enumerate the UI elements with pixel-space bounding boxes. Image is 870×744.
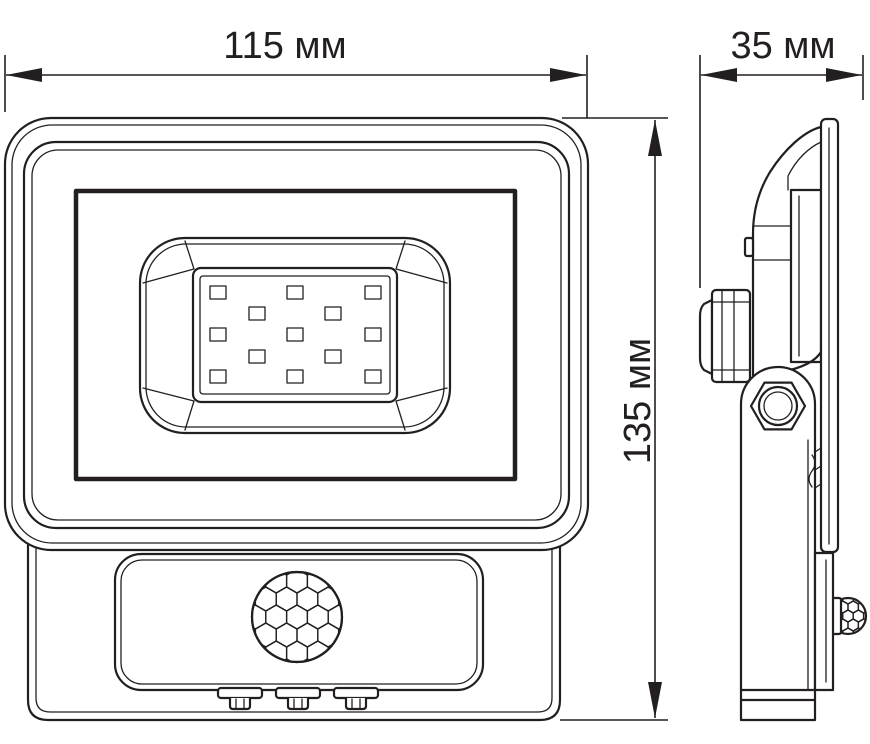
lens-bevel-edges bbox=[142, 240, 448, 431]
led-board bbox=[199, 275, 391, 395]
width-extension-lines bbox=[4, 55, 588, 118]
terminal-middle bbox=[274, 686, 322, 711]
terminal-left bbox=[216, 686, 264, 711]
housing-second-edge bbox=[11, 124, 582, 544]
led-chip bbox=[286, 327, 304, 342]
height-arrow-top bbox=[648, 120, 662, 156]
front-view bbox=[3, 116, 590, 722]
led-chip bbox=[209, 327, 227, 342]
height-dimension: 135 мм bbox=[560, 117, 668, 721]
bezel-inner bbox=[31, 149, 562, 521]
width-arrow-left bbox=[6, 68, 42, 82]
led-chip bbox=[209, 369, 227, 384]
side-view bbox=[698, 117, 868, 722]
bracket-foot bbox=[739, 688, 817, 702]
height-extension-lines bbox=[560, 117, 668, 721]
housing-outer-edge bbox=[3, 116, 590, 552]
led-chips bbox=[209, 285, 382, 384]
led-lens bbox=[138, 236, 452, 435]
bracket-hinge-detail bbox=[808, 447, 822, 489]
led-chip bbox=[286, 285, 304, 300]
depth-arrow-left bbox=[701, 68, 737, 82]
led-chip bbox=[324, 349, 342, 364]
led-chip bbox=[364, 327, 382, 342]
depth-arrow-right bbox=[826, 68, 862, 82]
led-chip bbox=[324, 306, 342, 321]
depth-dimension: 35 мм bbox=[699, 25, 864, 288]
floodlight-housing bbox=[3, 116, 590, 552]
led-chip bbox=[286, 369, 304, 384]
side-heatsink-block bbox=[789, 188, 823, 364]
width-arrow-right bbox=[550, 68, 586, 82]
sensor-lens-facet bbox=[275, 658, 298, 661]
motion-sensor-dome-rim bbox=[250, 570, 344, 664]
cable-gland bbox=[698, 288, 752, 384]
led-chip bbox=[364, 285, 382, 300]
width-label: 115 мм bbox=[223, 25, 346, 67]
lens-base-outline bbox=[138, 236, 452, 435]
height-label: 135 мм bbox=[617, 338, 659, 464]
depth-extension-lines bbox=[699, 55, 864, 288]
depth-label: 35 мм bbox=[730, 25, 835, 67]
led-chip bbox=[248, 349, 266, 364]
side-sensor-lens-facet bbox=[852, 627, 865, 633]
lens-top-face bbox=[191, 266, 399, 404]
side-heatsink-line bbox=[752, 195, 800, 357]
bracket-bolt-inner bbox=[763, 391, 793, 421]
bezel-outer bbox=[22, 140, 571, 530]
side-sensor-lens-facet bbox=[842, 627, 854, 633]
led-chip bbox=[248, 306, 266, 321]
bracket-bolt-outer bbox=[757, 385, 799, 427]
height-arrow-bottom bbox=[648, 682, 662, 718]
reflector-frame bbox=[73, 188, 518, 482]
bracket-nut bbox=[749, 381, 807, 431]
width-dimension: 115 мм bbox=[4, 25, 588, 118]
side-housing-tab bbox=[743, 236, 755, 258]
sensor-window-inner bbox=[120, 559, 478, 685]
sensor-module-body bbox=[26, 543, 562, 722]
side-housing-shell-inner bbox=[787, 141, 822, 191]
led-chip bbox=[209, 285, 227, 300]
terminal-right bbox=[332, 686, 380, 711]
side-housing-shell bbox=[751, 125, 823, 378]
bottom-terminals bbox=[216, 686, 380, 711]
mounting-bracket bbox=[739, 365, 822, 722]
side-sensor-box bbox=[813, 551, 835, 692]
sensor-lens-facet bbox=[296, 658, 319, 661]
led-chip bbox=[364, 369, 382, 384]
lens-base-inner bbox=[145, 243, 445, 428]
sensor-module-inner-outline bbox=[35, 544, 553, 713]
